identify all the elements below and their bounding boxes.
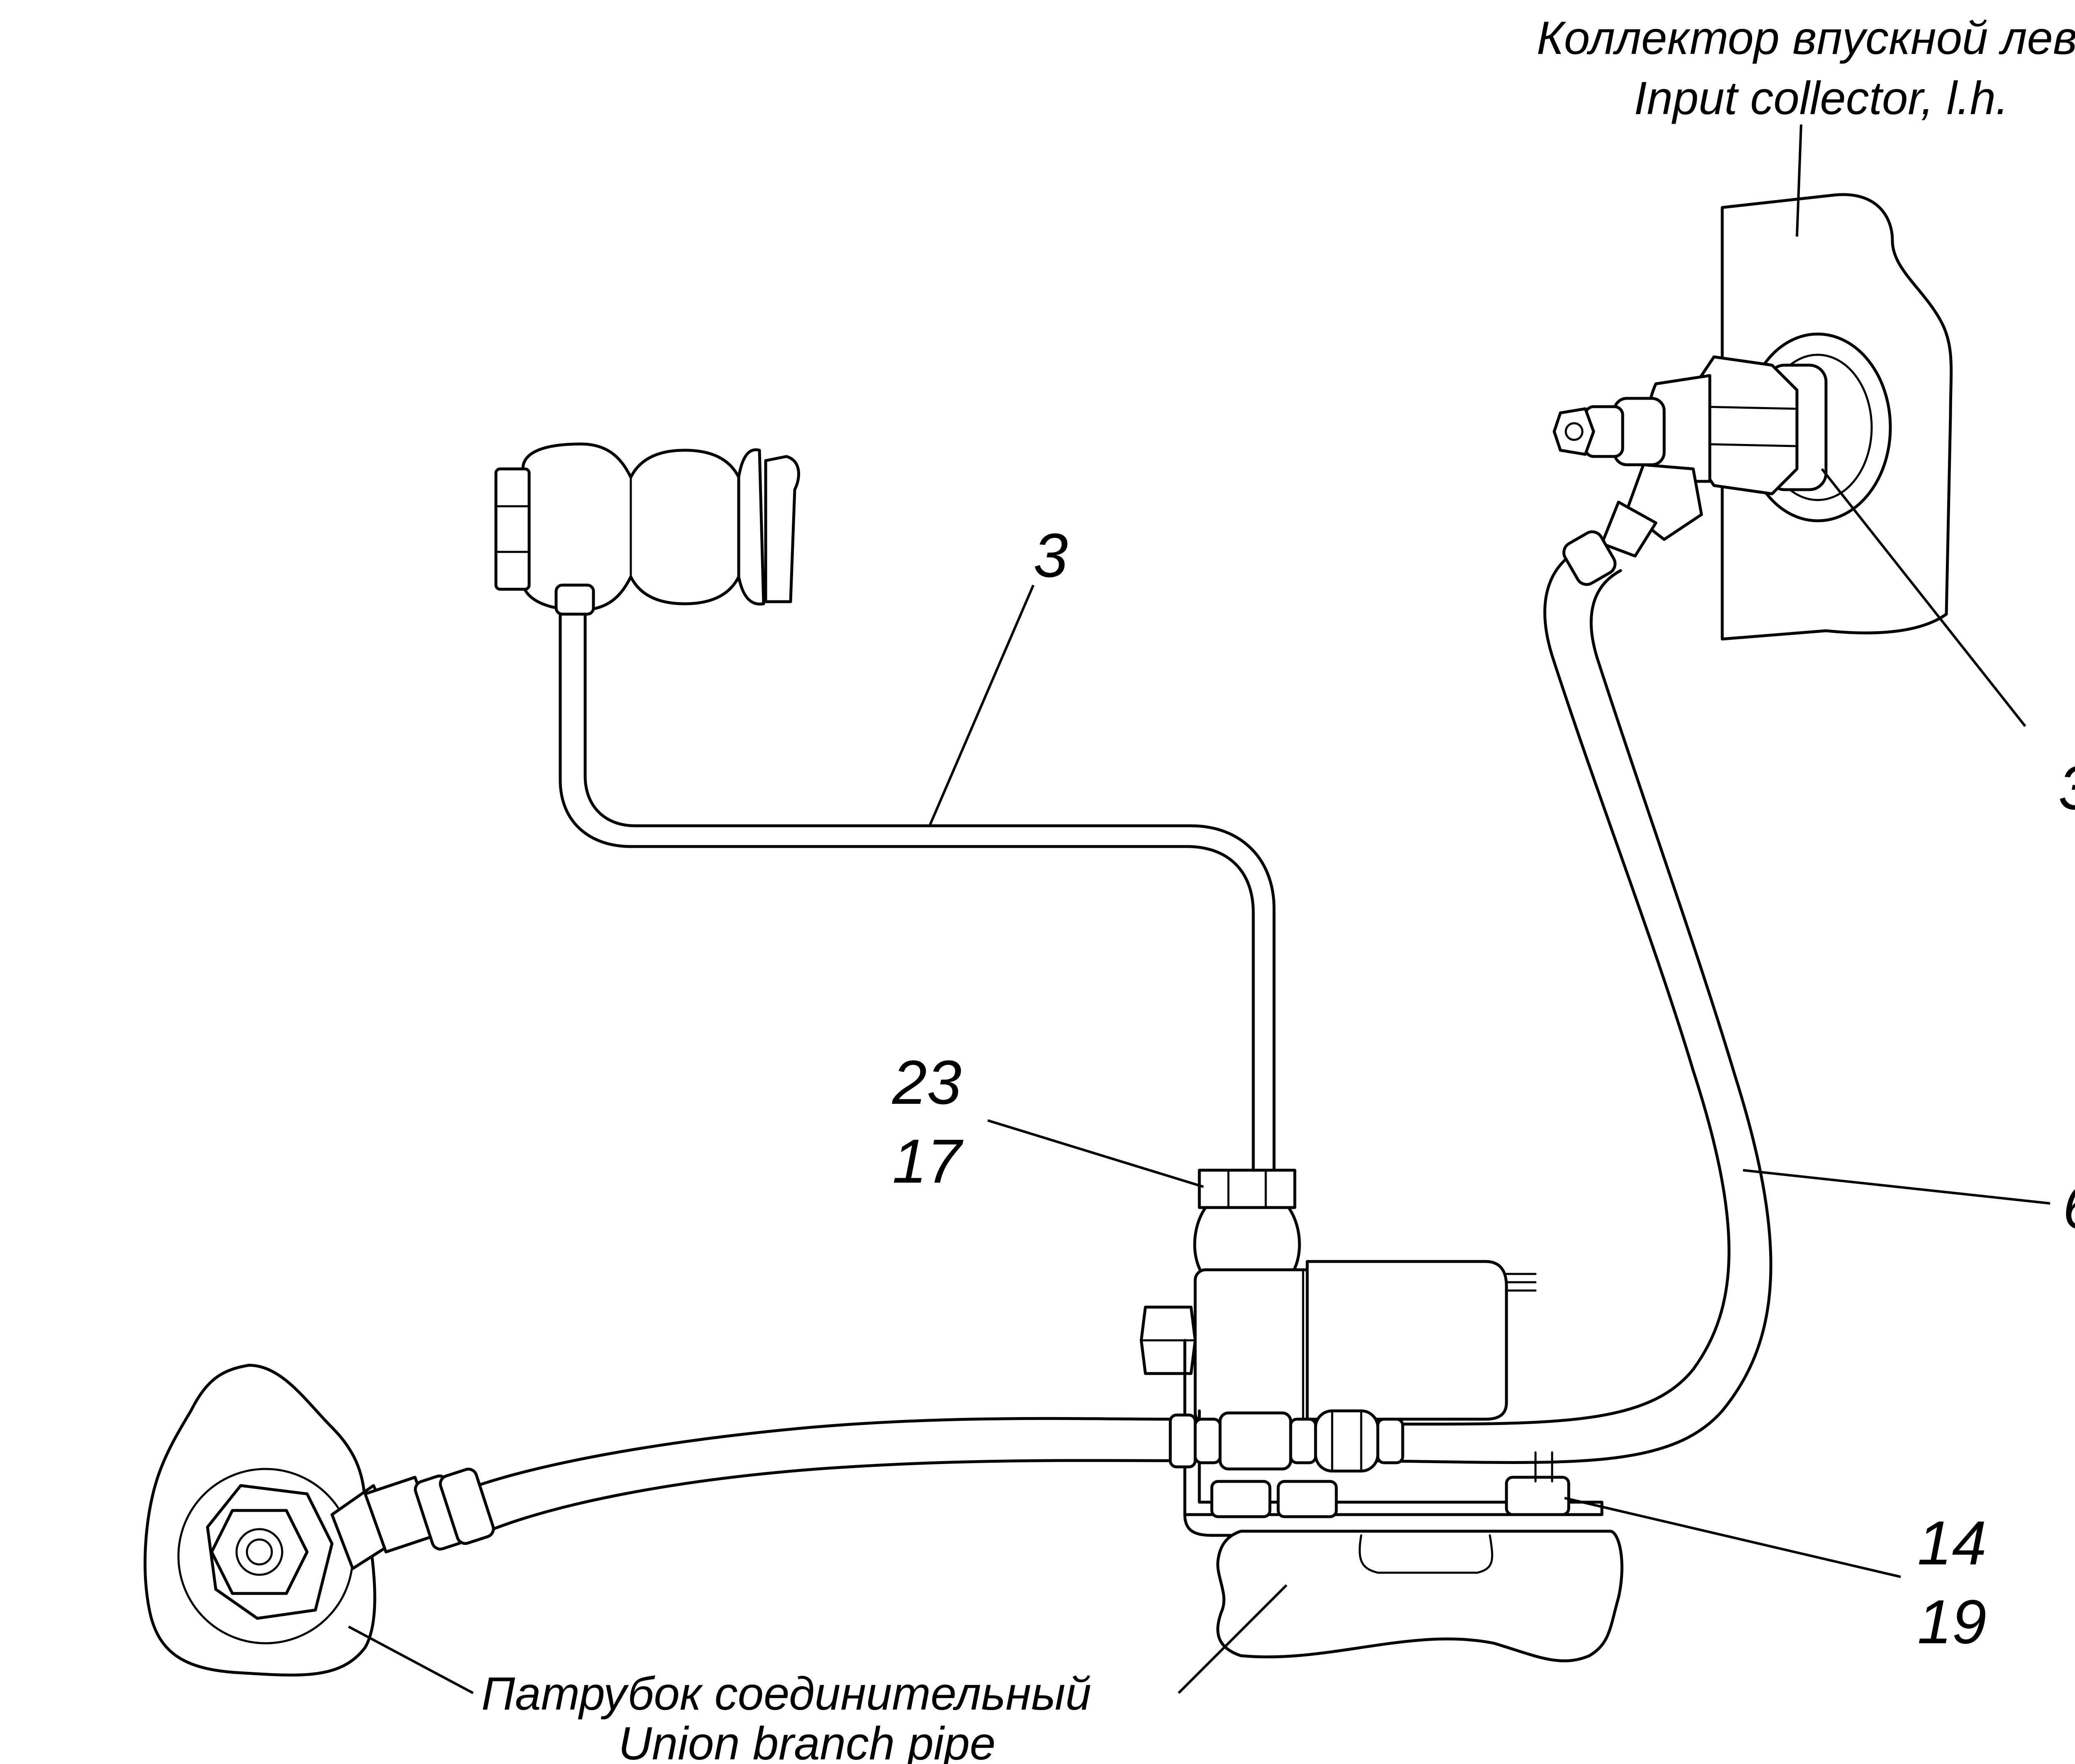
union-pipe-label-en: Union branch pipe bbox=[618, 1718, 996, 1764]
solenoid-valve bbox=[1140, 1169, 1604, 1537]
lower-hose bbox=[476, 1409, 1404, 1533]
mounting-base bbox=[1216, 1530, 1623, 1662]
tube-3 bbox=[559, 612, 1276, 1188]
callout-17: 17 bbox=[892, 1126, 964, 1196]
union-branch-pipe bbox=[144, 1364, 495, 1677]
input-collector-label-en: Input collector, l.h. bbox=[1634, 72, 2009, 124]
leader-lines bbox=[348, 124, 2051, 1694]
callout-6: 6 bbox=[2063, 1172, 2075, 1242]
union-pipe-label-ru: Патрубок соединительный bbox=[481, 1668, 1091, 1720]
top-left-fitting bbox=[494, 442, 800, 616]
callout-3: 3 bbox=[1033, 520, 1068, 590]
callout-23: 23 bbox=[892, 1047, 962, 1117]
input-collector-label-ru: Коллектор впускной левый bbox=[1537, 12, 2075, 64]
callout-14: 14 bbox=[1917, 1508, 1987, 1578]
callout-32: 32 bbox=[2058, 753, 2075, 822]
collector-fitting bbox=[1553, 332, 1892, 558]
callout-19: 19 bbox=[1917, 1587, 1987, 1657]
hose-6 bbox=[1326, 530, 1772, 1464]
